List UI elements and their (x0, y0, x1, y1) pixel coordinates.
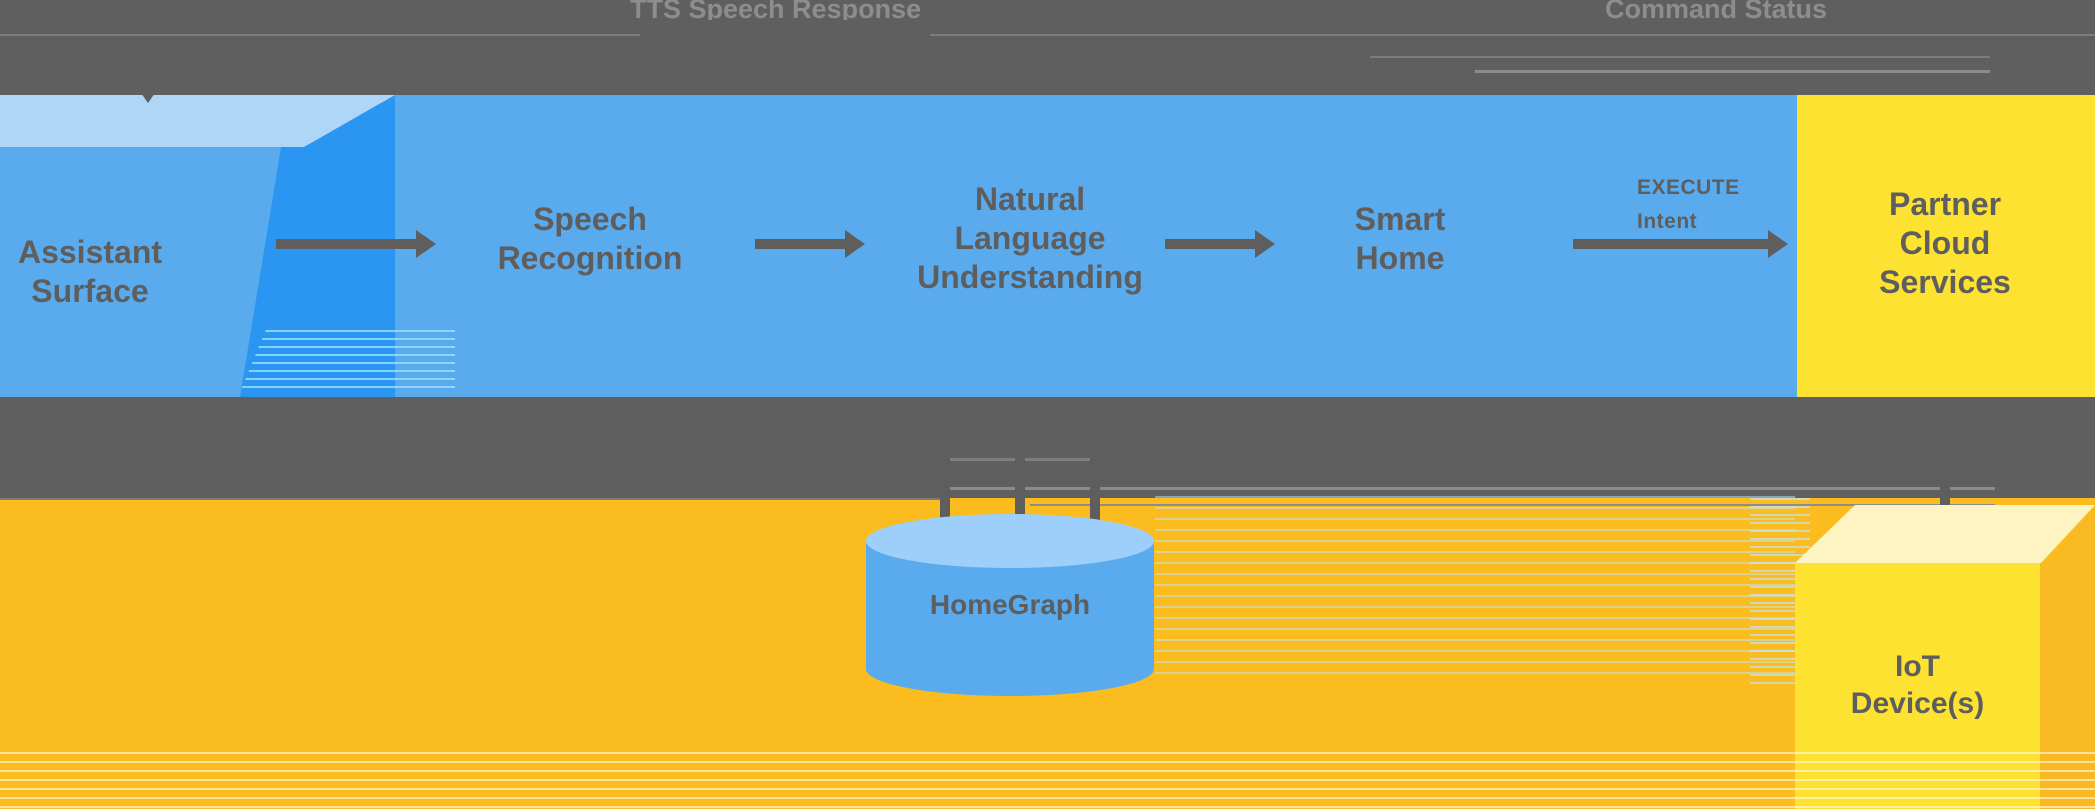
top-gray-band (0, 0, 2095, 95)
partner-cloud-column (1797, 95, 2095, 397)
speech-recognition-label: Speech Recognition (497, 201, 683, 277)
partner-cloud-services-label: Partner Cloud Services (1879, 186, 2011, 301)
caption-command-status: Command Status (1605, 0, 1828, 20)
edge-label-intent: Intent (1637, 210, 1698, 233)
assistant-surface-label: Assistant Surface (17, 233, 163, 309)
mid-connector-c (0, 498, 940, 500)
cube-front-face (0, 147, 240, 397)
iot-device-node[interactable]: IoT Device(s) (1795, 505, 2095, 809)
mid-connector-b (940, 487, 1995, 490)
caption-tts-speech-response: TTS Speech Response (630, 0, 922, 20)
status-connector-line-2 (1370, 56, 1990, 58)
homegraph-node[interactable]: HomeGraph (866, 514, 1154, 696)
cylinder-top (866, 514, 1154, 568)
arrow-nlu-to-smarthome (1165, 230, 1275, 258)
top-connector-line-left (0, 34, 640, 36)
homegraph-label: HomeGraph (929, 589, 1091, 620)
iot-device-label: IoT Device(s) (1850, 650, 1985, 720)
nlu-label: Natural Language Understanding (917, 181, 1143, 296)
arrow-speech-to-nlu (755, 230, 865, 258)
status-connector-line (1475, 70, 1990, 73)
iot-cube-top-face (1795, 505, 2095, 563)
middle-gray-band (0, 397, 2095, 498)
arrow-smarthome-to-partner (1573, 230, 1788, 258)
arrow-tts-to-assistant (134, 70, 162, 103)
smart-home-label: Smart Home (1354, 201, 1446, 277)
edge-label-execute: EXECUTE (1637, 176, 1740, 199)
arrow-assistant-to-speech (276, 230, 436, 258)
top-connector-line-right (930, 34, 2095, 36)
